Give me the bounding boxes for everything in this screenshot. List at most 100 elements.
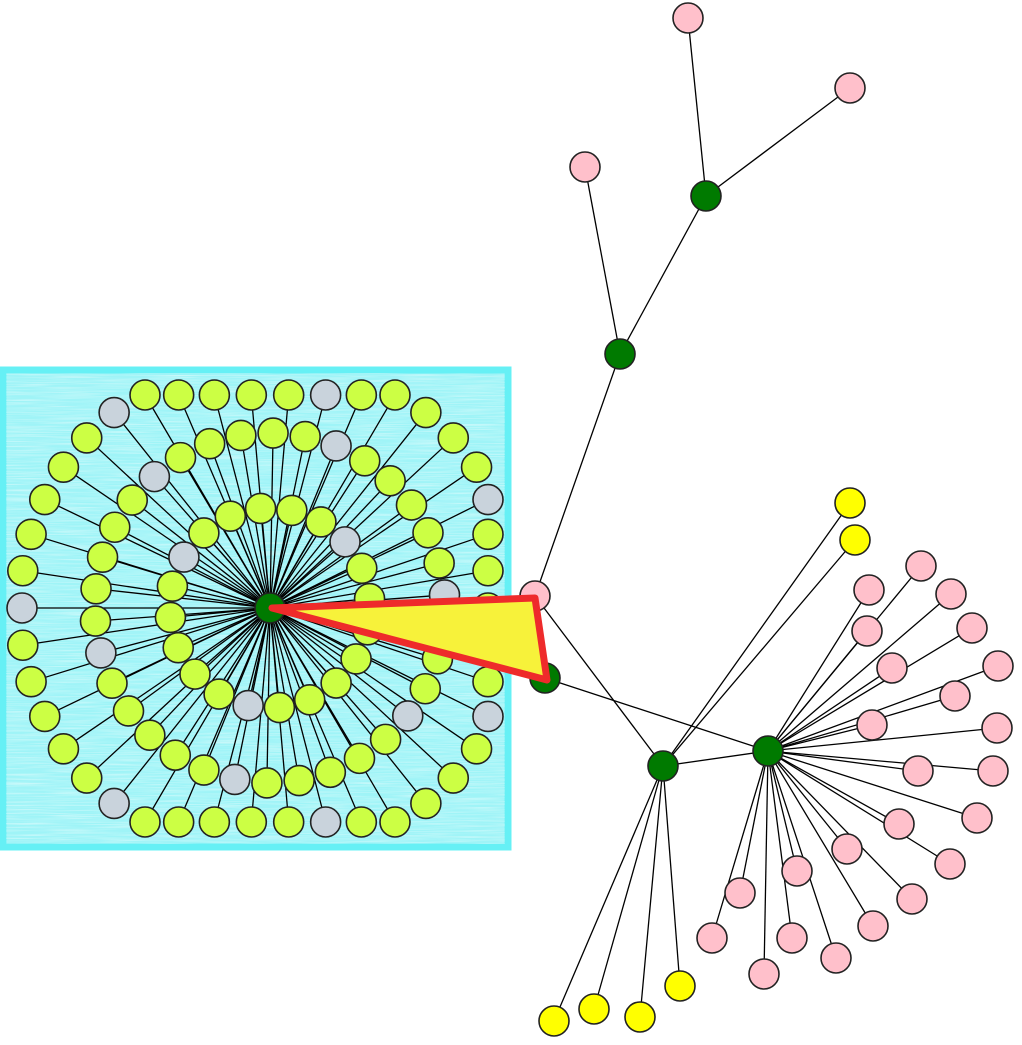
edge <box>269 433 274 609</box>
edge <box>269 607 311 701</box>
lime-leaf-node <box>379 806 411 838</box>
pink-leaf-node <box>982 650 1014 682</box>
lime-leaf-node <box>159 739 192 771</box>
lime-leaf-node <box>47 451 80 483</box>
edge <box>767 589 870 752</box>
pink-leaf-node <box>896 883 928 915</box>
lime-leaf-node <box>112 695 145 727</box>
edge <box>767 750 793 939</box>
hub-bottom-left-node <box>647 750 679 782</box>
lime-leaf-node <box>276 494 308 527</box>
pink-leaf-node <box>781 855 813 887</box>
lime-leaf-node <box>369 723 402 756</box>
pink-leaf-node <box>831 833 863 865</box>
gray-leaf-node <box>309 379 342 411</box>
edge <box>767 750 919 772</box>
lime-leaf-node <box>289 420 321 453</box>
lime-leaf-node <box>305 506 337 538</box>
lime-leaf-node <box>345 379 378 411</box>
lime-leaf-node <box>472 518 504 551</box>
edge <box>763 750 769 975</box>
edge <box>711 750 769 939</box>
lime-leaf-node <box>28 483 61 516</box>
lime-leaf-node <box>129 806 161 838</box>
edge <box>63 466 271 609</box>
gray-leaf-node <box>472 700 504 733</box>
edge <box>553 765 664 1022</box>
edge <box>662 502 851 767</box>
edge <box>662 765 681 987</box>
edge <box>177 607 271 649</box>
yellow-leaf-node <box>538 1005 570 1037</box>
lime-leaf-node <box>164 441 197 474</box>
lime-leaf-node <box>395 489 428 521</box>
edge <box>767 750 994 772</box>
gray-leaf-node <box>98 787 130 820</box>
lime-leaf-node <box>293 683 326 716</box>
hub-top-node <box>690 180 722 212</box>
edge <box>767 750 798 872</box>
lime-leaf-node <box>437 762 470 794</box>
pink-leaf-node <box>569 151 601 183</box>
edge <box>44 498 271 609</box>
pink-leaf-node <box>939 680 971 712</box>
hub-upper-node <box>604 338 636 370</box>
pink-leaf-node <box>851 615 883 647</box>
pink-leaf-node <box>853 574 885 606</box>
edge <box>584 166 621 355</box>
lime-leaf-node <box>214 500 247 533</box>
gray-leaf-node <box>320 430 352 462</box>
edge <box>593 765 664 1010</box>
edge <box>269 607 281 708</box>
edge <box>705 87 851 197</box>
edge <box>203 607 271 771</box>
edge <box>218 607 271 695</box>
pink-leaf-node <box>696 922 728 954</box>
gray-leaf-node <box>472 483 504 516</box>
lime-leaf-node <box>374 464 406 497</box>
gray-leaf-node <box>6 592 38 624</box>
edge <box>767 627 973 752</box>
edge <box>639 765 664 1018</box>
lime-leaf-node <box>460 451 493 483</box>
lime-leaf-node <box>235 379 268 411</box>
edge <box>194 607 271 675</box>
pink-leaf-node <box>935 578 967 610</box>
lime-leaf-node <box>348 445 381 477</box>
gray-leaf-node <box>219 763 251 796</box>
edge <box>269 521 322 609</box>
lime-leaf-node <box>409 672 442 705</box>
edge <box>544 677 769 752</box>
edge <box>229 515 271 609</box>
edge <box>247 607 271 706</box>
lime-leaf-node <box>70 422 103 454</box>
lime-leaf-node <box>162 631 195 664</box>
lime-leaf-node <box>244 492 277 525</box>
edge <box>687 17 707 197</box>
edge <box>22 570 271 609</box>
edge <box>269 607 427 804</box>
edge <box>269 412 427 609</box>
pink-leaf-node <box>857 910 889 942</box>
edge <box>269 607 357 660</box>
lime-leaf-node <box>203 678 235 710</box>
lime-leaf-node <box>15 518 47 551</box>
edge <box>172 585 271 609</box>
selection-triangle <box>268 594 551 684</box>
lime-leaf-node <box>162 806 195 838</box>
lime-leaf-node <box>320 667 352 699</box>
edge <box>30 607 271 683</box>
edge <box>767 724 873 752</box>
edge <box>113 607 271 804</box>
lime-leaf-node <box>129 379 161 411</box>
edge <box>767 750 848 850</box>
edge <box>767 750 913 900</box>
pink-leaf-node <box>981 712 1013 744</box>
pink-leaf-node <box>883 808 915 840</box>
edge <box>179 457 271 609</box>
edge <box>269 607 454 779</box>
lime-leaf-node <box>340 643 372 675</box>
gray-leaf-node <box>98 396 130 429</box>
pink-leaf-node <box>820 942 852 974</box>
edge <box>183 556 271 609</box>
